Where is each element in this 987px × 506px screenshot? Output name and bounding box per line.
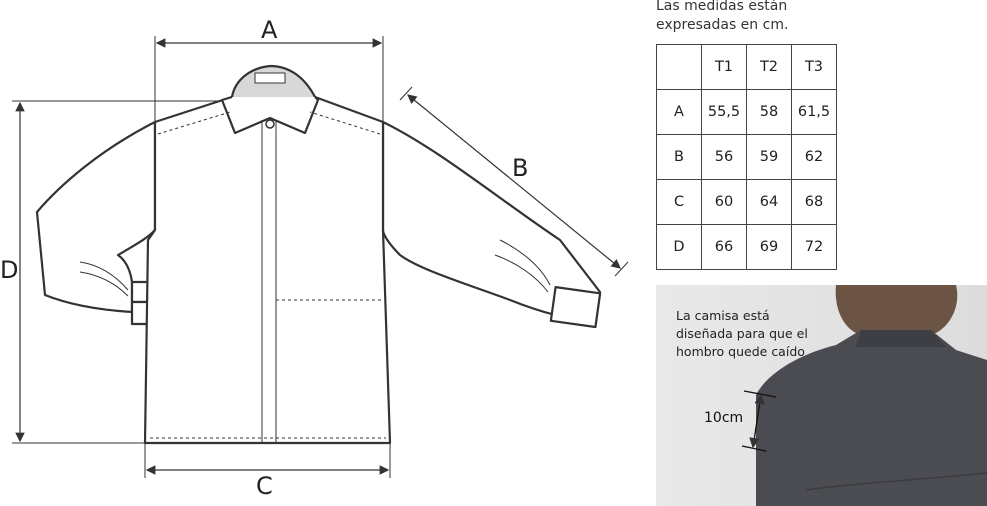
- table-row: D 66 69 72: [656, 224, 837, 270]
- table-header-row: T1 T2 T3: [656, 44, 837, 90]
- shirt-diagram: [12, 36, 629, 478]
- table-row: A 55,5 58 61,5: [656, 89, 837, 135]
- table-row: C 60 64 68: [656, 179, 837, 225]
- photo-caption: La camisa está diseñada para que el homb…: [676, 307, 836, 361]
- table-cell: 59: [746, 134, 792, 180]
- shirt-outline: [35, 64, 602, 445]
- table-header-cell: [656, 44, 702, 90]
- table-header-cell: T3: [791, 44, 837, 90]
- caption-line: hombro quede caído: [676, 344, 805, 359]
- table-cell: C: [656, 179, 702, 225]
- table-cell: 68: [791, 179, 837, 225]
- shoulder-drop-measure: 10cm: [704, 410, 744, 426]
- caption-line: La camisa está: [676, 308, 770, 323]
- units-note-line: Las medidas están: [656, 0, 788, 14]
- table-cell: 72: [791, 224, 837, 270]
- dimension-b-arrow: [407, 94, 621, 269]
- table-cell: A: [656, 89, 702, 135]
- units-note-line: expresadas en cm.: [656, 17, 789, 33]
- collar-button-icon: [265, 119, 275, 129]
- table-cell: 66: [701, 224, 747, 270]
- label-b: B: [512, 154, 529, 182]
- caption-line: diseñada para que el: [676, 326, 808, 341]
- table-cell: 55,5: [701, 89, 747, 135]
- table-cell: 58: [746, 89, 792, 135]
- table-cell: 62: [791, 134, 837, 180]
- table-cell: 60: [701, 179, 747, 225]
- table-cell: 56: [701, 134, 747, 180]
- shoulder-photo: La camisa está diseñada para que el homb…: [656, 285, 987, 506]
- table-header-cell: T1: [701, 44, 747, 90]
- table-cell: 61,5: [791, 89, 837, 135]
- table-cell: 64: [746, 179, 792, 225]
- table-header-cell: T2: [746, 44, 792, 90]
- table-cell: B: [656, 134, 702, 180]
- model-back-illustration: [741, 285, 987, 506]
- units-note: Las medidas están expresadas en cm.: [656, 0, 788, 35]
- label-c: C: [256, 472, 273, 500]
- table-cell: D: [656, 224, 702, 270]
- size-table: T1 T2 T3 A 55,5 58 61,5 B 56 59 62 C 60 …: [656, 44, 837, 270]
- label-d: D: [0, 256, 19, 284]
- table-cell: 69: [746, 224, 792, 270]
- table-row: B 56 59 62: [656, 134, 837, 180]
- label-a: A: [261, 16, 278, 44]
- collar-logo: [254, 72, 286, 84]
